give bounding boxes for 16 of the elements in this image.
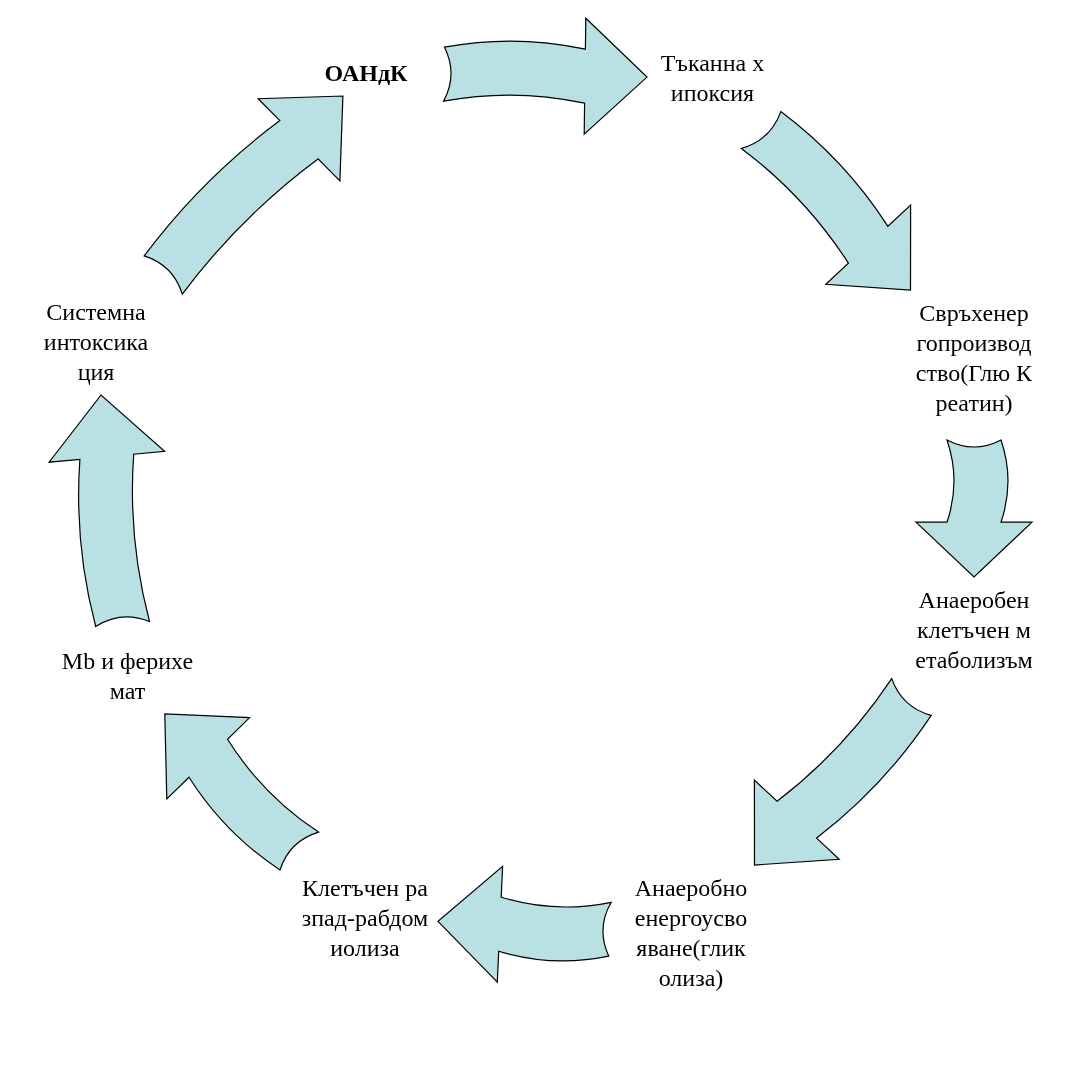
block-arrow: [740, 111, 912, 291]
node-label: Анаеробно енергоусвояване(гликолиза): [632, 873, 750, 993]
node-label: Клетъчен разпад-рабдомиолиза: [300, 873, 430, 963]
node-label: ОАНдК: [310, 58, 422, 88]
block-arrow: [143, 95, 344, 295]
node-label: Анаеробен клетъчен метаболизъм: [915, 585, 1033, 675]
block-arrow: [437, 865, 612, 983]
block-arrow: [915, 439, 1033, 578]
block-arrow: [753, 678, 932, 866]
node-label: Mb и ферихемат: [60, 646, 195, 706]
node-label: Тъканна хипоксия: [655, 48, 770, 108]
block-arrow: [443, 17, 648, 135]
block-arrow: [164, 713, 320, 871]
block-arrow: [48, 394, 166, 628]
node-label: Системна интоксикация: [40, 297, 152, 387]
node-label: Свръхенергопроизводство(Глю Креатин): [915, 298, 1033, 418]
